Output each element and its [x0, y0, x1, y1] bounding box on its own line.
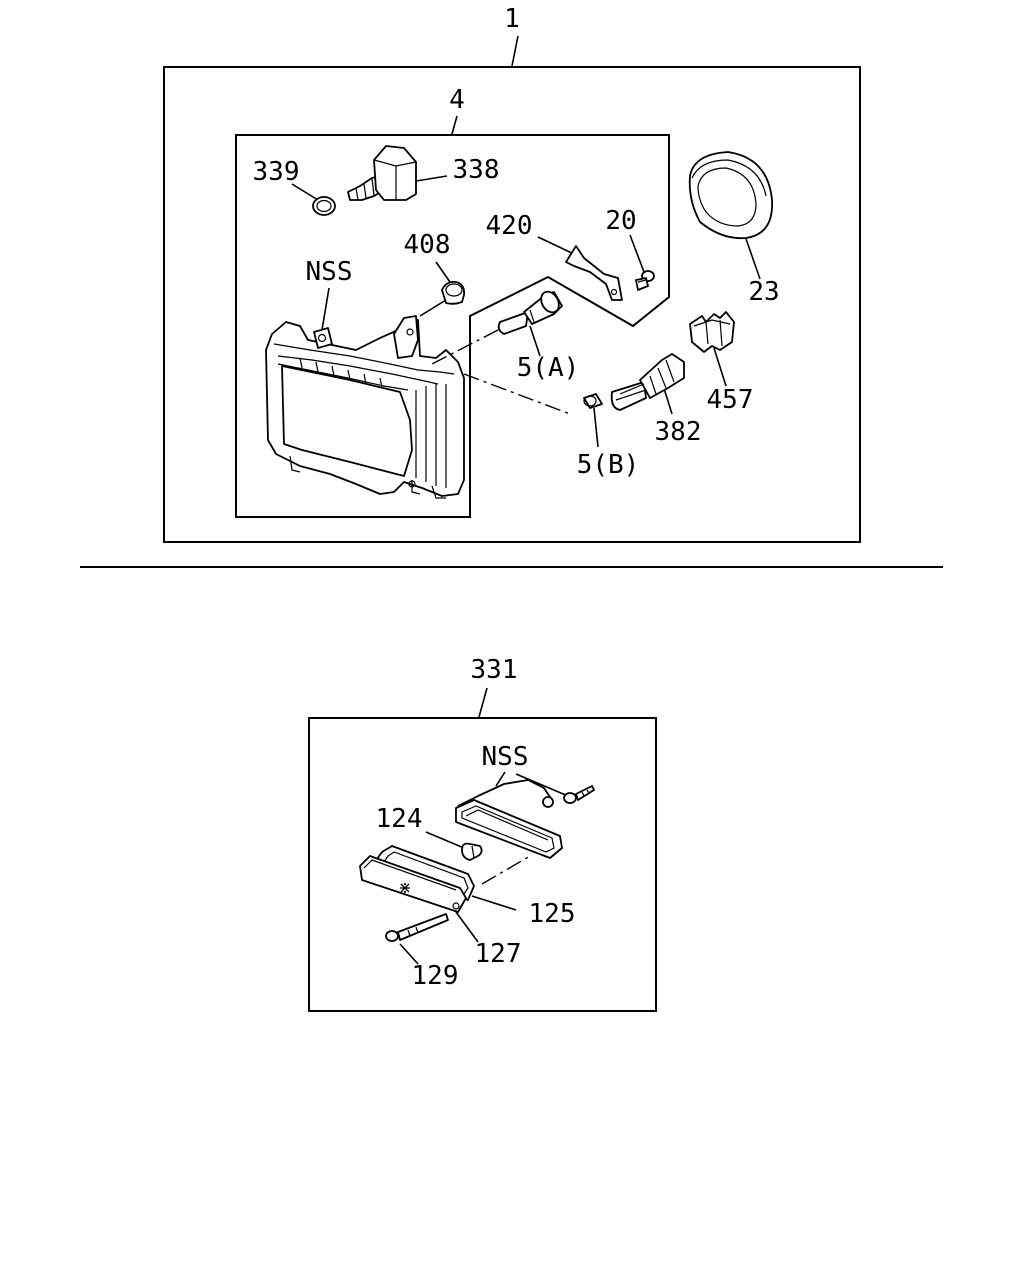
lens-symbol-glyph: ⋇	[398, 878, 411, 897]
bulb-124	[461, 842, 483, 861]
label-20: 20	[605, 206, 636, 236]
side-lamp-assembly: 331 NSS 124 125	[308, 655, 657, 1012]
bulb-5b	[583, 393, 603, 409]
label-nss-upper: NSS	[306, 257, 353, 287]
label-382: 382	[655, 417, 702, 447]
screw-20	[635, 270, 655, 291]
label-assembly-331: 331	[471, 655, 518, 685]
ring-23	[688, 151, 773, 240]
label-5a: 5(A)	[517, 353, 580, 383]
subassembly-4-frame	[235, 134, 670, 518]
label-subassembly-4: 4	[449, 85, 465, 115]
o-ring-339	[312, 196, 336, 216]
grommet-408	[441, 281, 465, 305]
label-23: 23	[748, 277, 779, 307]
label-339: 339	[253, 157, 300, 187]
adjuster-338	[347, 145, 417, 201]
label-408: 408	[404, 230, 451, 260]
label-nss-lower: NSS	[482, 742, 529, 772]
headlamp-housing	[265, 315, 465, 499]
label-457: 457	[707, 385, 754, 415]
label-124: 124	[376, 804, 423, 834]
label-assembly-1: 1	[504, 4, 520, 34]
socket-382	[610, 353, 685, 411]
assembly-331-frame	[308, 717, 657, 1012]
screw-129	[385, 913, 449, 942]
nss-screw	[563, 785, 595, 804]
label-127: 127	[475, 939, 522, 969]
cap-457	[689, 311, 735, 353]
bulb-5a	[497, 290, 563, 335]
bracket-420	[565, 245, 623, 301]
label-5b: 5(B)	[577, 450, 640, 480]
headlamp-assembly: 1 4 339 338 420 20	[163, 4, 861, 543]
label-420: 420	[486, 211, 533, 241]
label-129: 129	[412, 961, 459, 991]
label-338: 338	[453, 155, 500, 185]
side-lamp-housing	[455, 779, 563, 859]
assembly-1-frame	[163, 66, 861, 543]
label-125: 125	[529, 899, 576, 929]
lens-127: ⋇	[359, 855, 467, 913]
